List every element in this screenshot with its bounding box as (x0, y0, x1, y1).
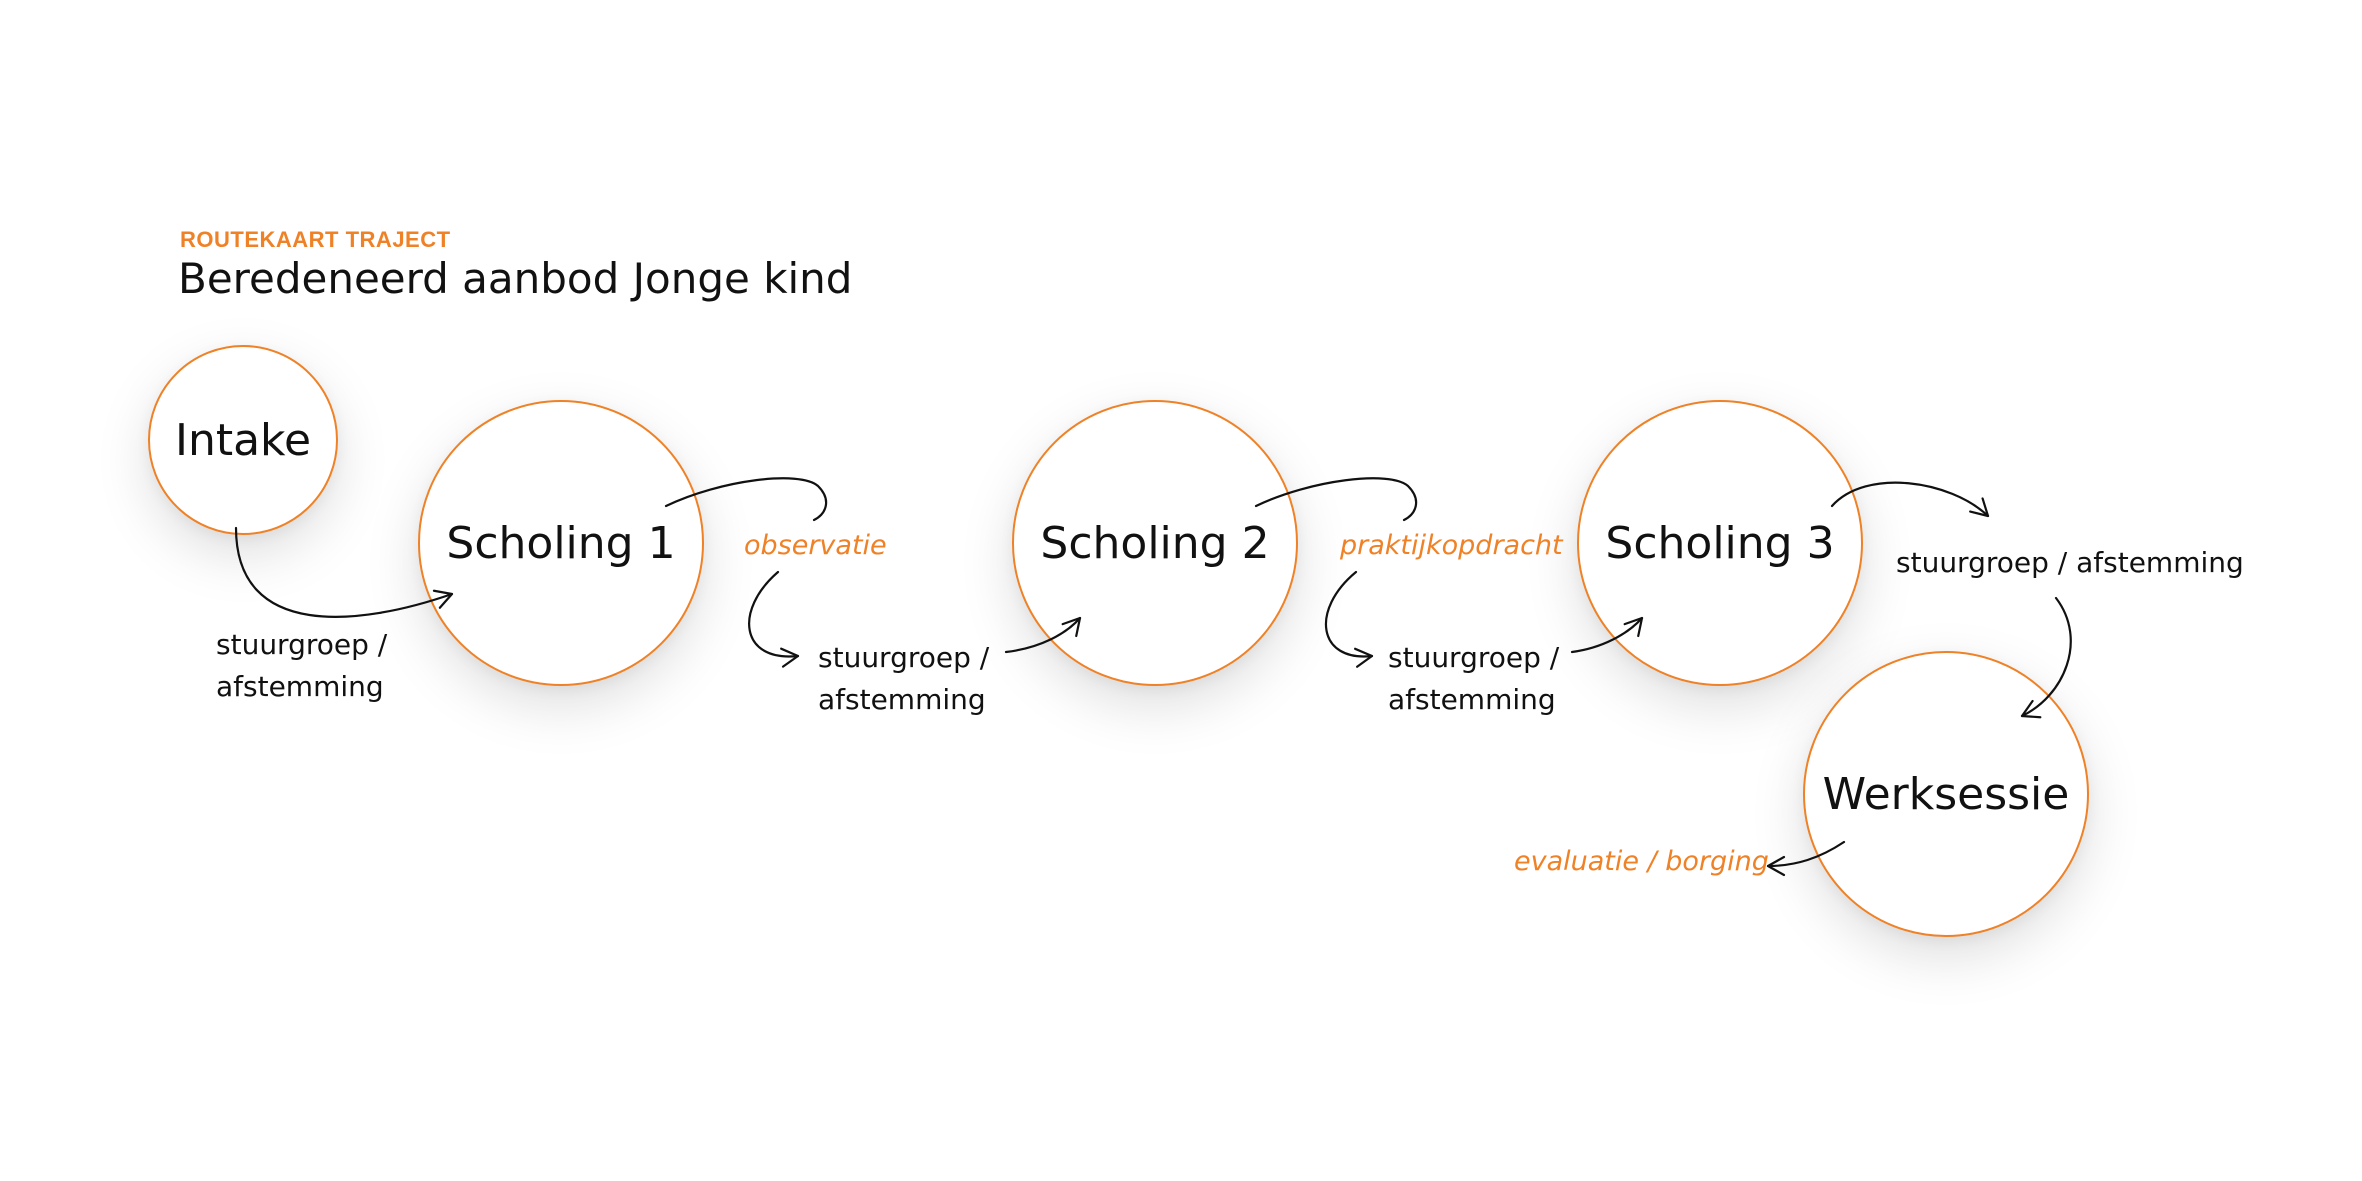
label-line: stuurgroep / (1388, 641, 1560, 674)
node-werksessie: Werksessie (1803, 651, 2089, 937)
node-werksessie-label: Werksessie (1822, 768, 2070, 820)
node-scholing-3: Scholing 3 (1577, 400, 1863, 686)
label-line: afstemming (1388, 683, 1556, 716)
node-scholing-3-label: Scholing 3 (1605, 517, 1835, 569)
arrow-observatie-to-stuurgroep-2 (748, 570, 800, 668)
label-stuurgroep-afstemming-1: stuurgroep / afstemming (216, 624, 387, 708)
arrow-stuurgroep-2-to-scholing-2 (1004, 616, 1082, 654)
label-stuurgroep-afstemming-2: stuurgroep / afstemming (818, 637, 989, 721)
arrow-scholing-3-to-stuurgroep (1830, 481, 1990, 518)
node-intake-label: Intake (174, 414, 312, 466)
arrow-scholing-2-to-praktijkopdracht (1254, 477, 1418, 522)
label-line: afstemming (818, 683, 986, 716)
label-observatie: observatie (744, 530, 887, 561)
node-scholing-2-label: Scholing 2 (1040, 517, 1270, 569)
label-evaluatie-borging: evaluatie / borging (1514, 846, 1769, 877)
label-line: stuurgroep / (216, 628, 388, 661)
label-praktijkopdracht: praktijkopdracht (1340, 530, 1563, 561)
label-stuurgroep-afstemming-4: stuurgroep / afstemming (1896, 546, 2244, 579)
node-scholing-1: Scholing 1 (418, 400, 704, 686)
label-stuurgroep-afstemming-3: stuurgroep / afstemming (1388, 637, 1559, 721)
node-intake: Intake (148, 345, 338, 535)
routekaart-label: ROUTEKAART TRAJECT (180, 227, 451, 252)
node-scholing-1-label: Scholing 1 (446, 517, 676, 569)
page-title: Beredeneerd aanbod Jonge kind (178, 254, 853, 303)
label-line: afstemming (216, 670, 384, 703)
label-line: stuurgroep / (818, 641, 990, 674)
arrow-praktijkopdracht-to-stuurgroep-3 (1324, 570, 1374, 668)
arrow-stuurgroep-3-to-scholing-3 (1570, 616, 1644, 654)
arrow-intake-to-scholing-1 (234, 526, 454, 618)
arrow-stuurgroep-to-werksessie (2020, 596, 2072, 719)
arrow-werksessie-to-evaluatie (1766, 840, 1846, 877)
node-scholing-2: Scholing 2 (1012, 400, 1298, 686)
arrow-scholing-1-to-observatie (664, 477, 828, 522)
